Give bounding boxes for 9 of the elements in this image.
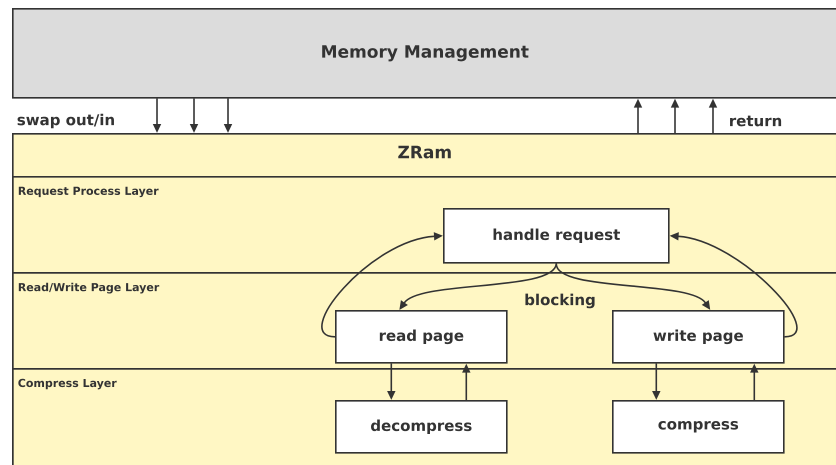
process-box: handle request bbox=[443, 208, 670, 264]
process-box: write page bbox=[612, 310, 785, 364]
process-box: compress bbox=[612, 400, 785, 454]
process-box: read page bbox=[335, 310, 508, 364]
text-label: return bbox=[730, 116, 782, 126]
memory-management-box: Memory Management bbox=[12, 8, 836, 99]
text-label: blocking bbox=[525, 294, 595, 308]
process-box: decompress bbox=[335, 400, 508, 454]
text-label: swap out/in bbox=[18, 114, 114, 128]
